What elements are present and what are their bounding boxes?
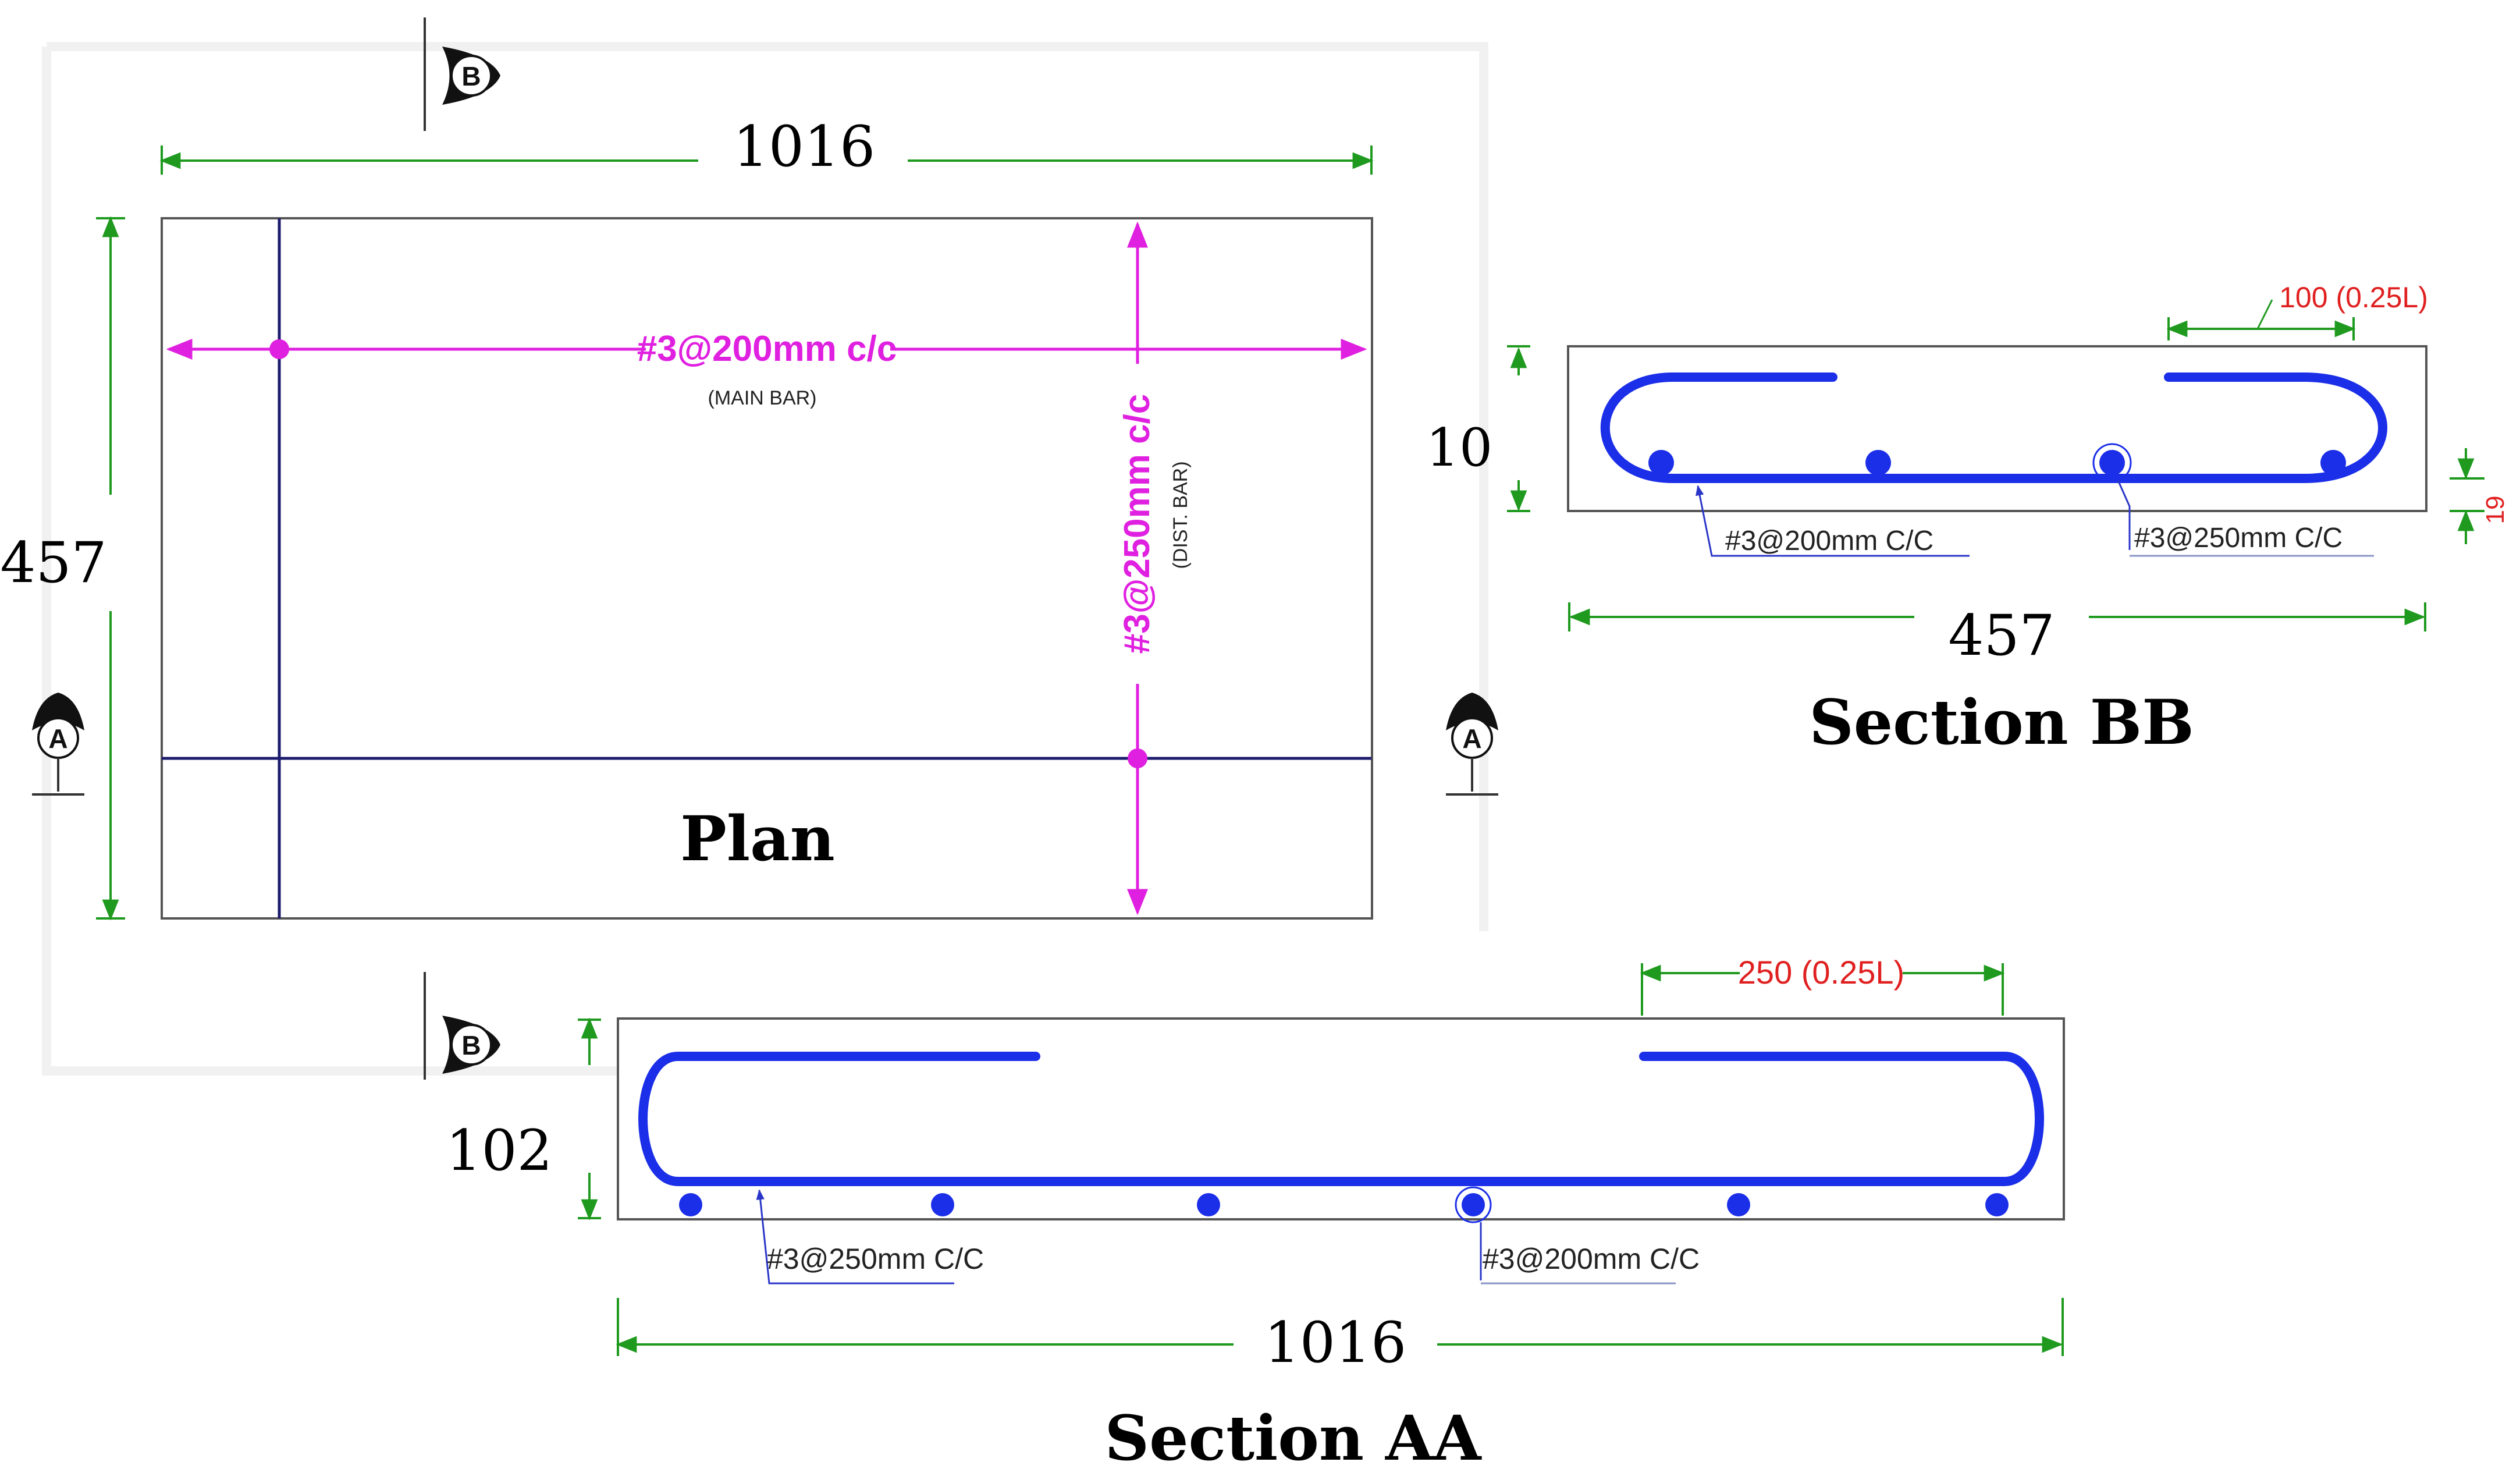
section-aa-rebar	[638, 1052, 2044, 1186]
section-bb-bar-label-left: #3@200mm C/C	[1725, 526, 1933, 556]
plan-dist-bar-label: #3@250mm c/c	[1117, 394, 1157, 654]
section-bb: 100 (0.25L) 10 19 #3@200mm C/C #3@250mm …	[1426, 281, 2510, 758]
section-bb-height-label: 10	[1426, 417, 1493, 478]
section-bb-lap-label: 100 (0.25L)	[2279, 281, 2428, 314]
plan-main-bar-note: (MAIN BAR)	[708, 387, 817, 409]
section-bb-width-dimension: 457	[1568, 602, 2426, 668]
section-bb-rebar	[1600, 372, 2387, 483]
section-bb-cover-dimension: 19	[2450, 448, 2510, 544]
section-marker-a-left-label: A	[48, 723, 67, 754]
plan-slab-outline	[161, 217, 1373, 920]
section-bb-outline	[1567, 345, 2427, 512]
section-bb-bar-label-right: #3@250mm C/C	[2134, 523, 2343, 553]
section-marker-a-left: A	[32, 693, 84, 796]
plan-view: 1016 457 #3@200mm c/c (MAIN BAR)	[0, 17, 1498, 1080]
section-marker-b-top-label: B	[461, 61, 481, 91]
section-bb-height-dimension: 10	[1426, 345, 1530, 512]
plan-main-bar-label: #3@200mm c/c	[637, 329, 897, 369]
section-aa-title: Section AA	[1105, 1401, 1483, 1469]
plan-width-dimension: 1016	[159, 114, 1374, 179]
section-aa-height-label: 102	[446, 1118, 552, 1183]
plan-main-bar: #3@200mm c/c (MAIN BAR)	[166, 329, 1367, 409]
section-aa-outline	[617, 1017, 2065, 1220]
plan-height-label: 457	[0, 530, 106, 595]
section-marker-b-bottom-label: B	[461, 1030, 481, 1060]
section-aa-bar-label-left: #3@250mm C/C	[767, 1243, 984, 1275]
section-aa-width-label: 1016	[1264, 1310, 1406, 1375]
section-marker-a-right: A	[1446, 693, 1498, 796]
section-marker-a-right-label: A	[1462, 723, 1481, 754]
section-aa-lap-label: 250 (0.25L)	[1738, 954, 1904, 991]
section-aa-width-dimension: 1016	[616, 1298, 2064, 1375]
plan-height-dimension: 457	[0, 216, 125, 921]
plan-dist-bar-note: (DIST. BAR)	[1170, 461, 1192, 569]
section-bb-cover-label: 19	[2481, 496, 2510, 524]
section-aa-height-dimension: 102	[446, 1017, 601, 1220]
section-aa-lap-dimension: 250 (0.25L)	[1640, 954, 2005, 1016]
section-bb-width-label: 457	[1948, 603, 2055, 668]
section-marker-b-top: B	[424, 17, 500, 131]
section-aa-bar-label-right: #3@200mm C/C	[1483, 1243, 1700, 1275]
section-marker-b-bottom: B	[424, 972, 500, 1080]
section-bb-lap-dimension: 100 (0.25L)	[2166, 281, 2428, 340]
section-aa: 250 (0.25L) 102 #3@250mm C/C #3@200mm C/…	[446, 954, 2065, 1469]
plan-title: Plan	[680, 802, 835, 875]
plan-width-label: 1016	[733, 114, 875, 179]
plan-dist-bar: #3@250mm c/c (DIST. BAR)	[1117, 221, 1192, 916]
section-bb-title: Section BB	[1809, 686, 2194, 758]
